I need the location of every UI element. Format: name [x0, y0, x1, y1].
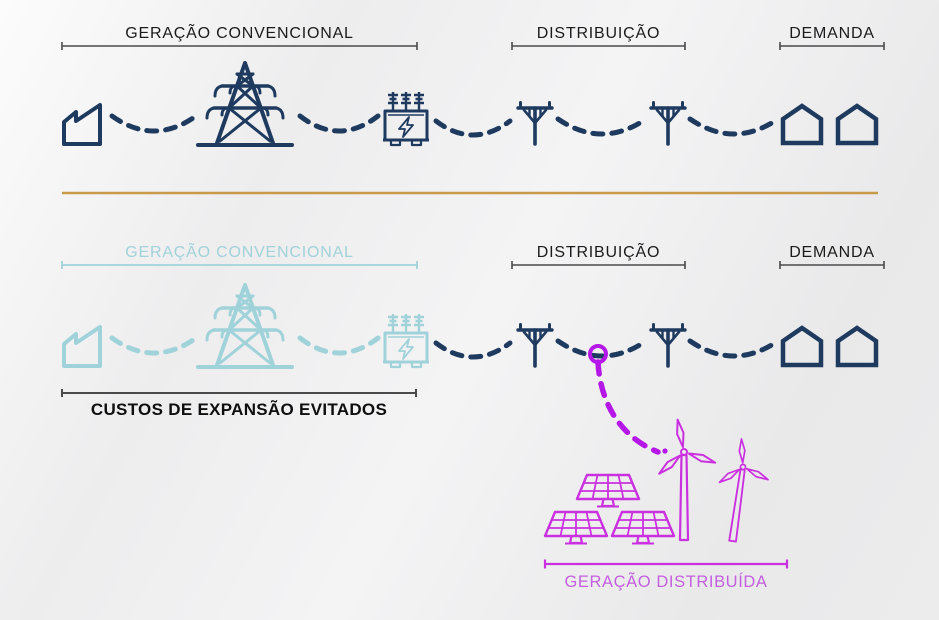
- bottom-faded-powerline-dashes: [109, 335, 381, 356]
- transformer-icon: [381, 90, 431, 147]
- transmission-tower-icon: [196, 61, 294, 147]
- top-demand-bracket: [779, 42, 885, 50]
- top-distribution-bracket: [511, 42, 686, 50]
- bottom-generation-label: GERAÇÃO CONVENCIONAL: [125, 244, 354, 261]
- house-icon: [838, 106, 876, 143]
- bottom-distribution-bracket: [511, 261, 686, 269]
- utility-pole-icon: [516, 322, 554, 368]
- bottom-faded-generation-icons: [62, 283, 431, 369]
- factory-icon-faded: [62, 325, 102, 368]
- wind-turbine-icon: [709, 435, 776, 546]
- transformer-icon-faded: [381, 312, 431, 369]
- house-icon: [783, 328, 821, 365]
- solar-panel-icon: [610, 510, 676, 545]
- top-generation-bracket: [61, 42, 418, 50]
- distributed-generation-label: GERAÇÃO DISTRIBUÍDA: [564, 573, 768, 591]
- house-icon: [783, 106, 821, 143]
- top-distribution-label: DISTRIBUIÇÃO: [536, 25, 661, 42]
- solar-panel-icon: [575, 473, 641, 508]
- bottom-demand-label: DEMANDA: [789, 244, 875, 261]
- solar-panel-icon: [543, 510, 609, 545]
- factory-icon: [62, 103, 102, 146]
- utility-pole-icon: [649, 100, 687, 146]
- bottom-distribution-label: DISTRIBUIÇÃO: [536, 244, 661, 261]
- avoided-costs-bracket: [61, 389, 417, 397]
- distributed-generation-bracket: [543, 559, 789, 569]
- top-generation-label: GERAÇÃO CONVENCIONAL: [125, 25, 354, 42]
- avoided-costs-label: CUSTOS DE EXPANSÃO EVITADOS: [90, 400, 388, 419]
- top-demand-label: DEMANDA: [789, 25, 875, 42]
- bottom-demand-bracket: [779, 261, 885, 269]
- dashed-line-end-dot: [662, 448, 668, 454]
- house-icon: [838, 328, 876, 365]
- grid-connection-point-icon: [588, 344, 608, 364]
- bottom-generation-bracket: [61, 261, 418, 269]
- transmission-tower-icon-faded: [196, 283, 294, 369]
- bottom-powerline-dashes: [433, 338, 781, 360]
- utility-pole-icon: [516, 100, 554, 146]
- distributed-feed-dashed-line: [595, 359, 661, 455]
- top-powerline-dashes: [109, 113, 781, 138]
- utility-pole-icon: [649, 322, 687, 368]
- distributed-generation-icons: [543, 417, 776, 546]
- wind-turbine-icon: [656, 417, 718, 542]
